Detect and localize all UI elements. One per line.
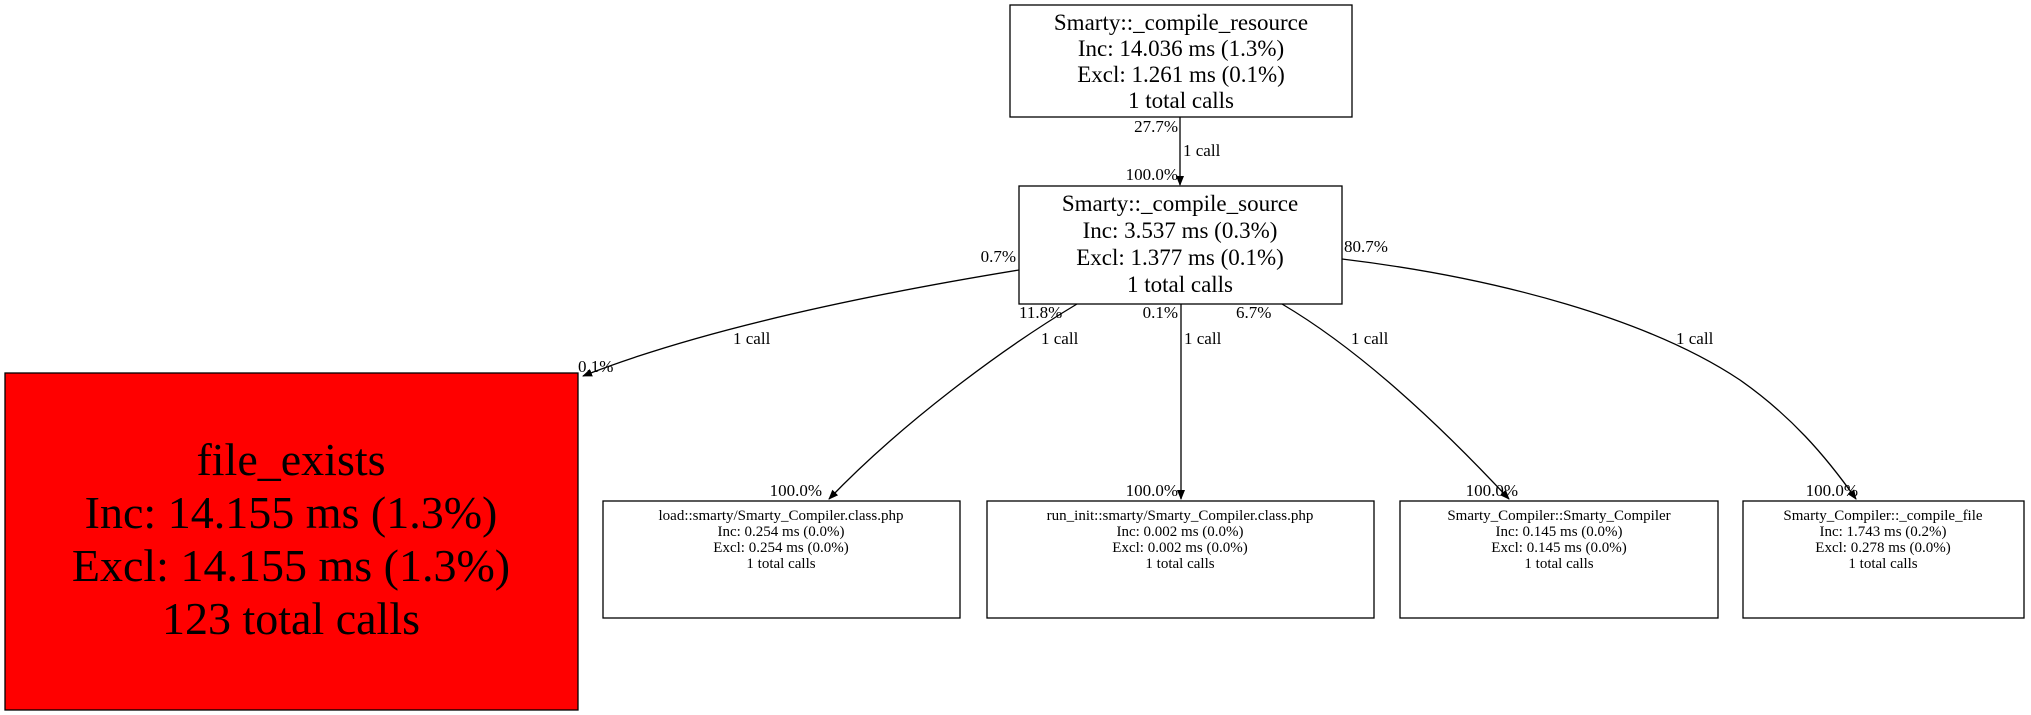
node-box [4,372,579,711]
node-name: Smarty_Compiler::_compile_file [1783,508,1982,524]
node-box [1009,4,1353,118]
edge-label: 1 call [1676,329,1714,348]
edge-line [582,269,1020,377]
edge-head-label: 100.0% [1126,481,1178,500]
node-excl: Excl: 14.155 ms (1.3%) [72,540,510,591]
edge-tail-label: 6.7% [1236,303,1271,322]
node-inc: Inc: 0.145 ms (0.0%) [1495,524,1622,540]
edge-tail-label: 11.8% [1019,303,1062,322]
node-inc: Inc: 14.036 ms (1.3%) [1078,36,1284,61]
node-box [1018,185,1343,305]
edge-head-label: 100.0% [770,481,822,500]
node-calls: 1 total calls [1127,272,1233,297]
node-name: Smarty::_compile_source [1062,191,1298,216]
edge-resource-to-source: 27.7% 1 call 100.0% [1126,117,1221,186]
node-inc: Inc: 3.537 ms (0.3%) [1083,218,1278,243]
edge-label: 1 call [1041,329,1079,348]
edge-head-label: 100.0% [1806,481,1858,500]
node-inc: Inc: 14.155 ms (1.3%) [85,487,498,538]
edge-source-to-smarty-compiler: 6.7% 1 call 100.0% [1236,303,1518,500]
node-name: load::smarty/Smarty_Compiler.class.php [659,508,904,524]
node-calls: 123 total calls [162,593,420,644]
edge-label: 1 call [1184,329,1222,348]
node-calls: 1 total calls [746,556,815,572]
node-name: Smarty_Compiler::Smarty_Compiler [1447,508,1670,524]
node-inc: Inc: 1.743 ms (0.2%) [1819,524,1946,540]
node-box [1399,500,1719,619]
node-load[interactable]: load::smarty/Smarty_Compiler.class.php I… [602,500,961,619]
edge-tail-label: 80.7% [1344,237,1388,256]
node-compile-file[interactable]: Smarty_Compiler::_compile_file Inc: 1.74… [1742,500,2025,619]
node-compile-source[interactable]: Smarty::_compile_source Inc: 3.537 ms (0… [1018,185,1343,305]
edge-source-to-compile-file: 80.7% 1 call 100.0% [1341,237,1858,500]
node-name: run_init::smarty/Smarty_Compiler.class.p… [1047,508,1314,524]
node-calls: 1 total calls [1524,556,1593,572]
node-excl: Excl: 0.145 ms (0.0%) [1491,540,1626,556]
node-box [1742,500,2025,619]
edge-head-label: 100.0% [1126,165,1178,184]
edge-label: 1 call [733,329,771,348]
node-file-exists[interactable]: file_exists Inc: 14.155 ms (1.3%) Excl: … [4,372,579,711]
node-calls: 1 total calls [1128,88,1234,113]
edge-tail-label: 0.7% [981,247,1016,266]
node-box [602,500,961,619]
edge-source-to-load: 11.8% 1 call 100.0% [770,303,1079,500]
node-excl: Excl: 0.002 ms (0.0%) [1112,540,1247,556]
edge-tail-label: 27.7% [1134,117,1178,136]
node-name: file_exists [196,434,385,485]
edge-head-label: 100.0% [1466,481,1518,500]
edge-line [1341,258,1857,500]
edge-line [1281,303,1510,500]
edge-source-to-file-exists: 0.7% 1 call 0.1% [578,247,1020,377]
edge-tail-label: 0.1% [1143,303,1178,322]
node-excl: Excl: 0.278 ms (0.0%) [1815,540,1950,556]
node-name: Smarty::_compile_resource [1054,10,1308,35]
node-calls: 1 total calls [1145,556,1214,572]
node-excl: Excl: 1.261 ms (0.1%) [1077,62,1285,87]
node-excl: Excl: 0.254 ms (0.0%) [713,540,848,556]
node-smarty-compiler[interactable]: Smarty_Compiler::Smarty_Compiler Inc: 0.… [1399,500,1719,619]
node-calls: 1 total calls [1848,556,1917,572]
edge-label: 1 call [1183,141,1221,160]
node-inc: Inc: 0.254 ms (0.0%) [717,524,844,540]
node-inc: Inc: 0.002 ms (0.0%) [1116,524,1243,540]
node-compile-resource[interactable]: Smarty::_compile_resource Inc: 14.036 ms… [1009,4,1353,118]
node-excl: Excl: 1.377 ms (0.1%) [1076,245,1284,270]
node-box [986,500,1375,619]
edge-label: 1 call [1351,329,1389,348]
edge-source-to-run-init: 0.1% 1 call 100.0% [1126,303,1222,500]
edge-line [828,303,1078,500]
node-run-init[interactable]: run_init::smarty/Smarty_Compiler.class.p… [986,500,1375,619]
edge-head-label: 0.1% [578,357,613,376]
